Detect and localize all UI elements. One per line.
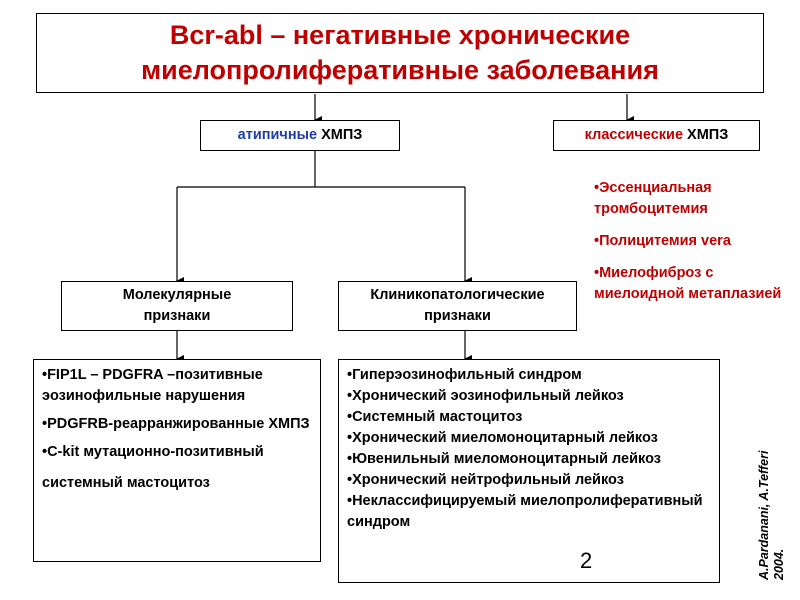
- title-line-2: миелопролиферативные заболевания: [141, 55, 659, 85]
- title-box: Bcr-abl – негативные хронические миелопр…: [36, 13, 764, 93]
- list-item: •Миелофиброз с миелоидной метаплазией: [594, 265, 782, 302]
- molecular-label-line-2: признаки: [143, 308, 211, 324]
- list-item: •Полицитемия vera: [594, 233, 731, 249]
- list-item: •Хронический миеломоноцитарный лейкоз: [347, 430, 658, 446]
- list-item: •Хронический эозинофильный лейкоз: [347, 388, 624, 404]
- list-item: •C-kit мутационно-позитивный: [42, 444, 264, 460]
- list-item: •PDGFRB-реарранжированные ХМПЗ: [42, 416, 310, 432]
- page-number: 2: [580, 548, 593, 573]
- classic-label-rest: ХМПЗ: [687, 127, 729, 143]
- clinicopathological-features-box: Клиникопатологические признаки: [338, 281, 577, 331]
- citation: A.Pardanani, A.Tefferi 2004.: [757, 420, 797, 580]
- list-item: системный мастоцитоз: [42, 475, 210, 491]
- citation-year: 2004.: [772, 548, 786, 580]
- list-item: •Неклассифицируемый миелопролиферативный…: [347, 493, 703, 530]
- classic-mpd-list: •Эссенциальная тромбоцитемия •Полицитеми…: [594, 178, 784, 316]
- clinicopathological-features-list: •Гиперэозинофильный синдром •Хронический…: [338, 359, 720, 583]
- list-item: •FIP1L – PDGFRA –позитивные эозинофильны…: [42, 367, 263, 404]
- molecular-features-box: Молекулярные признаки: [61, 281, 293, 331]
- clinical-label-line-1: Клиникопатологические: [370, 287, 545, 303]
- atypical-label-rest: ХМПЗ: [321, 127, 363, 143]
- list-item: •Ювенильный миеломоноцитарный лейкоз: [347, 451, 661, 467]
- list-item: •Хронический нейтрофильный лейкоз: [347, 472, 624, 488]
- citation-authors: A.Pardanani, A.Tefferi: [757, 450, 771, 580]
- classic-mpd-box: классические ХМПЗ: [553, 120, 760, 151]
- page-title: Bcr-abl – негативные хронические миелопр…: [141, 18, 659, 88]
- clinical-label-line-2: признаки: [424, 308, 491, 324]
- molecular-features-list: •FIP1L – PDGFRA –позитивные эозинофильны…: [33, 359, 321, 562]
- molecular-label-line-1: Молекулярные: [122, 287, 232, 303]
- atypical-mpd-box: атипичные ХМПЗ: [200, 120, 400, 151]
- atypical-label-colored: атипичные: [237, 127, 318, 143]
- list-item: •Эссенциальная тромбоцитемия: [594, 180, 712, 217]
- title-line-1: Bcr-abl – негативные хронические: [169, 20, 631, 50]
- classic-label-colored: классические: [584, 127, 684, 143]
- list-item: •Гиперэозинофильный синдром: [347, 367, 582, 383]
- list-item: •Системный мастоцитоз: [347, 409, 523, 425]
